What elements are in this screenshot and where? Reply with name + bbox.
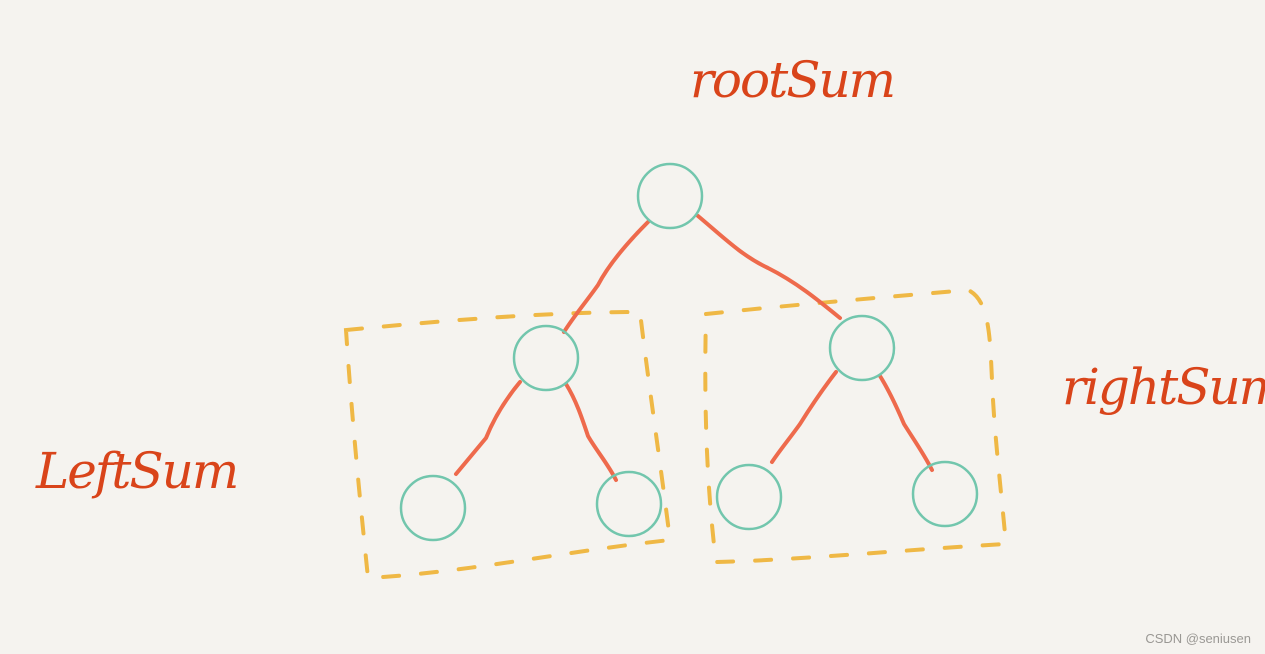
node-left-right xyxy=(595,470,663,538)
edge-left-leftright xyxy=(564,382,618,482)
node-right-left xyxy=(715,463,783,531)
edge-left-leftleft xyxy=(454,380,522,476)
node-root xyxy=(636,162,704,230)
node-right xyxy=(828,314,896,382)
node-left xyxy=(512,324,580,392)
watermark: CSDN @seniusen xyxy=(1145,631,1251,646)
left-sum-label: LeftSum xyxy=(35,442,237,500)
edge-right-rightright xyxy=(878,374,934,472)
node-right-right xyxy=(911,460,979,528)
right-sum-label: rightSum xyxy=(1062,358,1265,416)
root-sum-label: rootSum xyxy=(690,51,894,109)
node-left-left xyxy=(399,474,467,542)
edge-right-rightleft xyxy=(770,370,838,464)
edge-root-left xyxy=(562,220,650,334)
edge-root-right xyxy=(696,214,842,320)
left-subtree-box xyxy=(343,309,673,581)
